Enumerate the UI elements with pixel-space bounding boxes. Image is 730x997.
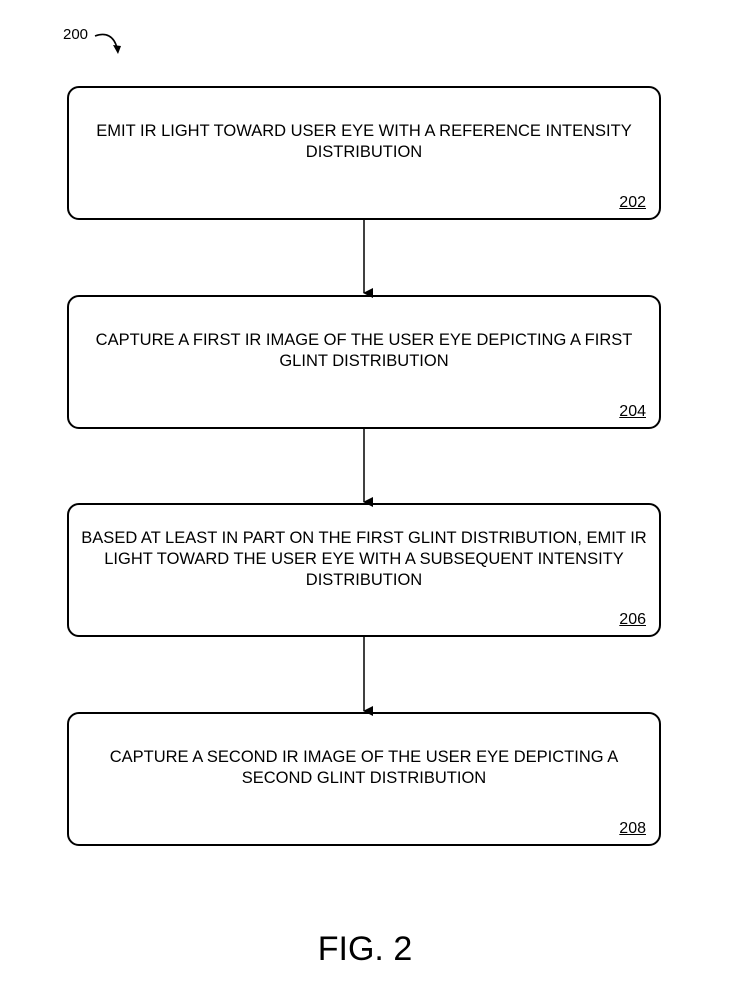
step-box-204: CAPTURE A FIRST IR IMAGE OF THE USER EYE… [67, 295, 661, 429]
step-reference-number: 208 [619, 820, 646, 837]
step-text: CAPTURE A FIRST IR IMAGE OF THE USER EYE… [95, 331, 633, 370]
step-text: EMIT IR LIGHT TOWARD USER EYE WITH A REF… [96, 122, 632, 161]
step-box-206: BASED AT LEAST IN PART ON THE FIRST GLIN… [67, 503, 661, 637]
figure-reference-number: 200 [63, 26, 89, 43]
step-text: CAPTURE A SECOND IR IMAGE OF THE USER EY… [109, 748, 619, 787]
reference-arrow-icon [94, 33, 121, 54]
step-text: BASED AT LEAST IN PART ON THE FIRST GLIN… [81, 528, 647, 589]
step-box-202: EMIT IR LIGHT TOWARD USER EYE WITH A REF… [67, 86, 661, 220]
step-box-208: CAPTURE A SECOND IR IMAGE OF THE USER EY… [67, 712, 661, 846]
step-reference-number: 204 [619, 403, 646, 420]
figure-caption: FIG. 2 [317, 930, 413, 968]
step-reference-number: 202 [619, 194, 646, 211]
step-reference-number: 206 [619, 611, 646, 628]
